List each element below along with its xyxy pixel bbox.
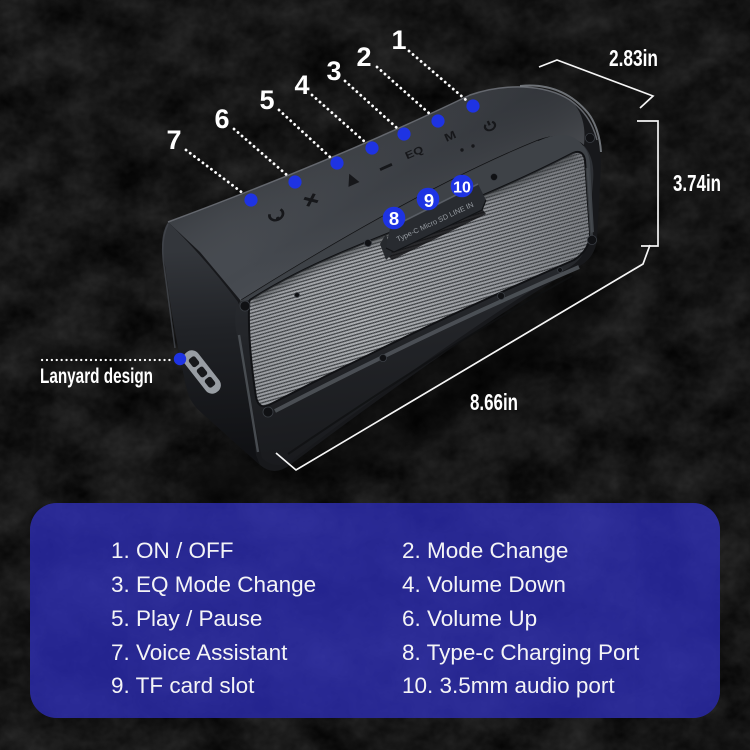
- svg-text:1: 1: [391, 25, 406, 55]
- svg-text:Lanyard design: Lanyard design: [40, 365, 153, 388]
- svg-text:2.83in: 2.83in: [609, 45, 658, 71]
- svg-text:2: 2: [356, 42, 371, 72]
- svg-text:3.74in: 3.74in: [673, 170, 721, 196]
- svg-text:1. ON / OFF: 1. ON / OFF: [111, 538, 234, 563]
- svg-text:3: 3: [326, 56, 341, 86]
- svg-text:7. Voice Assistant: 7. Voice Assistant: [111, 640, 288, 665]
- svg-text:8: 8: [389, 208, 399, 229]
- svg-text:8.66in: 8.66in: [470, 389, 518, 415]
- svg-text:3. EQ Mode Change: 3. EQ Mode Change: [111, 572, 316, 597]
- svg-text:8. Type-c Charging Port: 8. Type-c Charging Port: [402, 640, 640, 665]
- svg-text:9: 9: [424, 190, 434, 211]
- svg-text:2. Mode Change: 2. Mode Change: [402, 538, 568, 563]
- svg-text:9. TF card slot: 9. TF card slot: [111, 673, 255, 698]
- svg-text:M: M: [442, 128, 458, 144]
- svg-text:6. Volume Up: 6. Volume Up: [402, 606, 537, 631]
- svg-text:5. Play / Pause: 5. Play / Pause: [111, 606, 262, 631]
- svg-text:6: 6: [214, 104, 229, 134]
- svg-text:5: 5: [259, 85, 274, 115]
- svg-text:10. 3.5mm audio port: 10. 3.5mm audio port: [402, 673, 615, 698]
- svg-text:4. Volume Down: 4. Volume Down: [402, 572, 566, 597]
- svg-text:4: 4: [294, 70, 309, 100]
- svg-text:10: 10: [453, 180, 471, 197]
- svg-text:7: 7: [166, 125, 181, 155]
